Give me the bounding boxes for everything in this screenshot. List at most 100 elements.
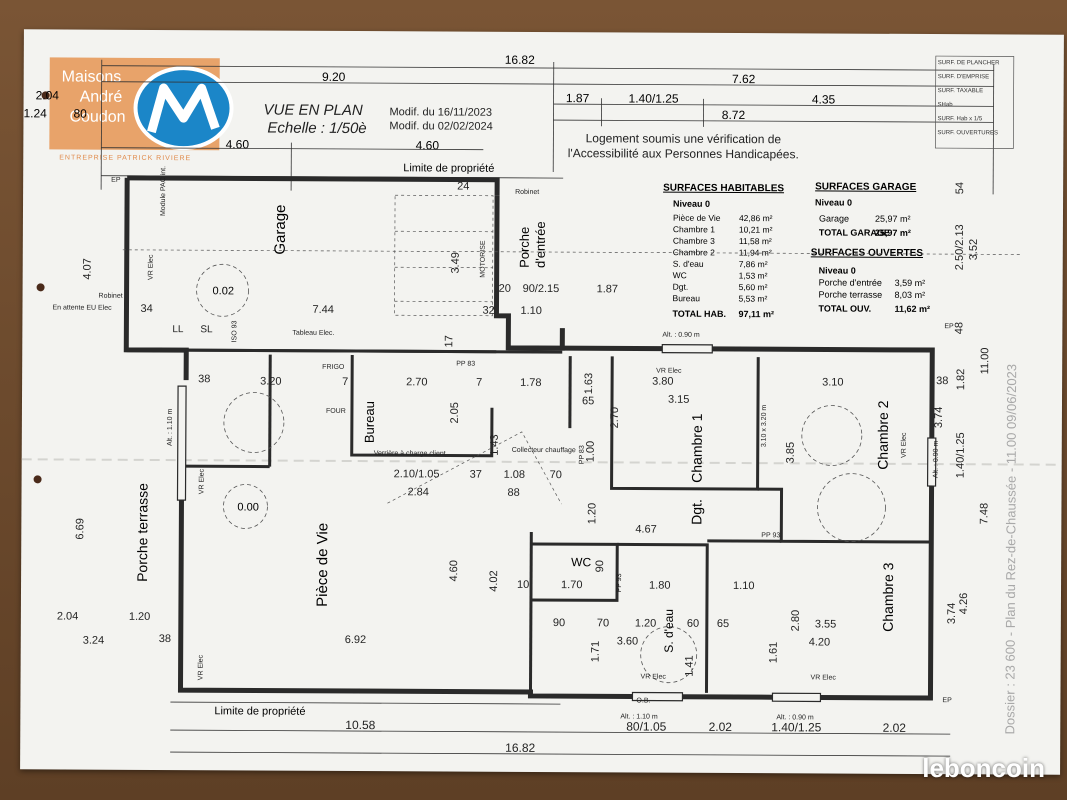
table-hab-row-name: Chambre 1	[673, 224, 715, 234]
label-ep-right-bottom: EP	[942, 697, 952, 704]
room-wc: WC	[571, 555, 591, 569]
label-pp93-a: PP 93	[761, 532, 780, 539]
label-alt-090-top: Alt. : 0.90 m	[662, 332, 700, 339]
dim-178: 1.78	[520, 377, 541, 389]
dim-7-b: 7	[476, 377, 482, 389]
dim-bottom-1058: 10.58	[345, 718, 375, 732]
logo-text-2: André	[80, 89, 123, 106]
top-dimension-lines	[100, 59, 995, 195]
dim-460-b: 4.60	[416, 138, 440, 152]
table-garage-total-value: 25,97 m²	[875, 228, 911, 238]
dim-90-wc: 90	[594, 560, 606, 572]
table-hab-row-value: 11,94 m²	[739, 248, 772, 258]
dim-324: 3.24	[83, 635, 104, 647]
property-limit-bottom: Limite de propriété	[214, 705, 305, 717]
room-chambre-2: Chambre 2	[875, 400, 891, 470]
dim-210-105: 2.10/1.05	[394, 468, 440, 480]
accessibility-notice-1: Logement soumis une vérification de	[586, 131, 782, 146]
dim-90-215: 90/2.15	[523, 283, 560, 295]
label-pp83-a: PP 83	[456, 361, 475, 368]
dim-120: 1.20	[586, 503, 598, 524]
table-hab-title: SURFACES HABITABLES	[663, 183, 784, 195]
dim-161: 1.61	[768, 642, 780, 663]
room-porche-entree-1: Porche	[517, 227, 532, 268]
table-hab-row-value: 5,53 m²	[739, 294, 768, 304]
table-hab-row-value: 7,86 m²	[739, 259, 768, 269]
dim-right-48: 48	[953, 322, 965, 334]
label-four: FOUR	[326, 408, 346, 415]
label-verriere: Verrière à charge client	[374, 450, 446, 457]
dim-34: 34	[140, 303, 152, 315]
dim-24: 24	[457, 181, 469, 193]
room-chambre-1: Chambre 1	[689, 413, 705, 483]
dim-284: 2.84	[407, 486, 428, 498]
label-sl: SL	[200, 324, 213, 335]
table-hab-row-name: S. d'eau	[673, 259, 704, 269]
room-bureau: Bureau	[362, 401, 377, 443]
dim-420: 4.20	[809, 636, 830, 648]
dim-total-width-top: 16.82	[505, 53, 535, 67]
table-garage-title: SURFACES GARAGE	[815, 181, 917, 193]
dim-70-b: 70	[597, 617, 609, 629]
label-module-pac: Module PAC int.	[160, 166, 167, 216]
table-hab-row-value: 1,53 m²	[739, 271, 768, 281]
label-chb1-dim: 3.10 x 3.20 m	[761, 405, 768, 448]
dim-140-125-top: 1.40/1.25	[629, 91, 679, 105]
label-ep-right-top: EP	[944, 323, 954, 330]
label-collecteur: Collecteur chauffage	[512, 447, 576, 454]
room-porche-terrasse: Porche terrasse	[134, 483, 151, 582]
dim-88: 88	[507, 487, 519, 499]
dim-385: 3.85	[785, 442, 797, 463]
label-alt-090-bottom: Alt. : 0.90 m	[776, 714, 814, 721]
room-piece-de-vie: Pièce de Vie	[314, 523, 331, 607]
table-ouv-title: SURFACES OUVERTES	[811, 247, 924, 259]
table-hab-row-value: 11,58 m²	[739, 236, 772, 246]
dim-right-38: 38	[936, 375, 948, 387]
dim-right-54: 54	[954, 182, 966, 194]
dim-315: 3.15	[668, 394, 689, 406]
table-ouv-row-1-value: 3,59 m²	[895, 278, 926, 288]
legend-row-3: SURF. TAXABLE	[938, 88, 983, 94]
label-motorise: MOTORISE	[480, 240, 487, 278]
table-hab-total-value: 97,11 m²	[738, 309, 774, 319]
logo-text-3: Coudon	[69, 109, 125, 126]
dim-143: 1.43	[489, 434, 501, 455]
outer-side-dimensions: 4.07 6.69 3.52 2.50/2.13 54 11.00 7.48 4…	[74, 182, 991, 624]
dim-402: 4.02	[488, 570, 500, 591]
table-hab-row-name: Chambre 2	[673, 247, 715, 257]
floor-plan-sheet: Maisons André Coudon ENTREPRISE PATRICK …	[20, 29, 1064, 775]
modif-date-1: Modif. du 16/11/2023	[389, 106, 492, 119]
label-pp83-b: PP 83	[579, 445, 586, 464]
table-hab-row-value: 10,21 m²	[739, 225, 773, 235]
dim-692: 6.92	[345, 634, 366, 646]
windows	[176, 344, 937, 703]
logo-tagline: ENTREPRISE PATRICK RIVIERE	[59, 154, 191, 162]
legend-row-4: SHab	[938, 102, 954, 108]
turning-circles	[196, 263, 886, 684]
dim-170: 1.70	[561, 579, 582, 591]
interior-walls	[126, 348, 932, 693]
surfaces-garage-table: SURFACES GARAGE Niveau 0 Garage 25,97 m²…	[815, 181, 917, 238]
dim-110-b: 1.10	[733, 580, 754, 592]
room-s-deau: S. d'eau	[662, 609, 676, 653]
dim-467: 4.67	[635, 523, 656, 535]
level-mark-000: 0.00	[237, 501, 258, 513]
table-ouv-row-2-name: Porche terrasse	[819, 289, 883, 299]
label-robinet-left: Robinet	[99, 293, 123, 300]
dim-355: 3.55	[815, 618, 836, 630]
dim-7-a: 7	[342, 376, 348, 388]
dim-163: 1.63	[583, 373, 595, 394]
dim-187: 1.87	[597, 283, 618, 295]
table-ouv-row-2-value: 8,03 m²	[895, 290, 926, 300]
dim-right-250-213: 2.50/2.13	[954, 224, 966, 270]
table-hab-row-name: Pièce de Vie	[673, 213, 721, 223]
table-garage-total-label: TOTAL GARAGE	[819, 227, 890, 237]
property-limit-top: Limite de propriété	[403, 162, 494, 174]
label-vr-elec-garage: VR Elec	[148, 254, 155, 280]
side-caption: Dossier : 23 600 - Plan du Rez-de-Chauss…	[1002, 364, 1019, 735]
dim-right-1100: 11.00	[979, 348, 991, 375]
table-hab-level: Niveau 0	[673, 199, 710, 209]
room-porche-entree-2: d'entrée	[533, 221, 548, 268]
dim-460: 4.60	[448, 560, 460, 581]
surfaces-habitables-table: SURFACES HABITABLES Niveau 0 Pièce de Vi…	[663, 183, 784, 320]
